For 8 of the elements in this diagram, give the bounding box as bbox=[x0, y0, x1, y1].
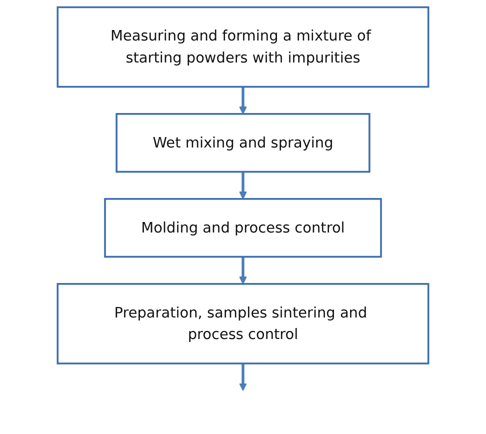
arrow bbox=[239, 86, 247, 114]
node-box: Wet mixing and spraying bbox=[116, 113, 370, 173]
arrow bbox=[239, 172, 247, 200]
node-box: Preparation, samples sintering and process control bbox=[56, 283, 430, 364]
arrow bbox=[239, 363, 247, 391]
node-box: Measuring and forming a mixture of starting powders with impurities bbox=[56, 6, 430, 88]
arrow bbox=[239, 256, 247, 284]
node-box: Molding and process control bbox=[104, 198, 382, 258]
